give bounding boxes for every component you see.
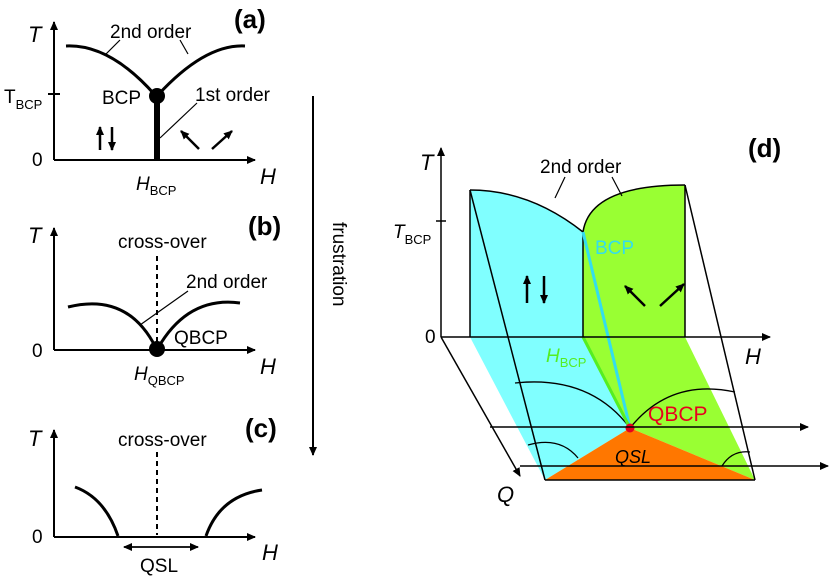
panel-d-hbcp-line [581, 336, 632, 429]
panel-a-tbcp-label: TBCP [4, 87, 42, 112]
panel-d-qbcp-point [625, 423, 635, 433]
panel-d-zero: 0 [425, 327, 436, 348]
panel-d-second-order: 2nd order [540, 157, 622, 178]
panel-d-h-label: H [745, 344, 761, 369]
panel-d: (d) T H Q 0 TB [393, 133, 829, 507]
panel-b-hqbcp-label: HQBCP [134, 364, 185, 388]
panel-d-canted-arrow-right [659, 283, 685, 307]
panel-b: (b) T H 0 cross-over 2nd order QBCP HQBC… [28, 211, 281, 388]
panel-b-zero: 0 [32, 341, 43, 362]
panel-d-cyan-floor [470, 337, 630, 480]
panel-a: (a) T H 0 TBCP 2nd order BCP 1st order H… [4, 4, 276, 198]
panel-b-second-order-pointer [139, 290, 189, 326]
panel-a-zero: 0 [32, 150, 43, 171]
panel-a-left-boundary [65, 44, 157, 96]
panel-c-left-boundary [74, 485, 120, 537]
panel-d-green-back [583, 185, 685, 337]
panel-d-qsl-region [545, 428, 755, 480]
panel-a-bcp-label: BCP [102, 88, 141, 109]
panel-a-second-order: 2nd order [110, 22, 192, 43]
panel-b-qbcp-label: QBCP [174, 328, 228, 349]
panel-a-first-order-label: 1st order [195, 85, 271, 106]
panel-d-qbcp-label: QBCP [648, 403, 708, 426]
panel-d-q-label: Q [497, 482, 514, 507]
panel-c-crossover-label: cross-over [118, 430, 207, 451]
panel-b-h-label: H [260, 354, 276, 379]
panel-b-qbcp-point [149, 341, 165, 357]
panel-b-label: (b) [248, 211, 281, 241]
panel-a-second-order-pointer-left [104, 39, 121, 56]
panel-a-hbcp-label: HBCP [136, 174, 176, 198]
panel-a-second-order-pointer-right [179, 39, 189, 55]
panel-b-t-label: T [28, 223, 43, 248]
panel-c-zero: 0 [32, 527, 43, 548]
panel-d-tbcp-label: TBCP [393, 222, 431, 247]
panel-d-t-label: T [420, 150, 435, 175]
panel-a-h-label: H [260, 164, 276, 189]
panel-d-second-order-pointer-right [611, 176, 623, 197]
panel-c: (c) T H 0 cross-over QSL [28, 413, 278, 577]
panel-b-right-boundary [156, 300, 241, 349]
panel-b-left-boundary [67, 302, 158, 349]
panel-d-label: (d) [748, 133, 781, 163]
panel-d-cyan-back [470, 190, 583, 337]
panel-d-canted-arrow-left [624, 285, 646, 307]
panel-d-right-edge [684, 184, 756, 481]
panel-c-t-label: T [28, 426, 43, 451]
panel-a-canted-arrow-right [211, 130, 233, 150]
frustration-arrow: frustration [309, 96, 349, 456]
panel-b-crossover-label: cross-over [118, 232, 207, 253]
panel-c-label: (c) [245, 413, 277, 443]
panel-d-floor-curve-front-right [721, 451, 751, 467]
panel-c-qsl-label: QSL [140, 556, 178, 577]
panel-d-right-boundary [582, 184, 686, 233]
panel-a-t-label: T [28, 22, 43, 47]
panel-d-floor-curve-right [629, 388, 736, 429]
panel-a-canted-arrow-left [180, 130, 200, 150]
frustration-label: frustration [328, 222, 349, 306]
panel-d-green-floor [583, 337, 755, 480]
panel-d-qsl-label: QSL [615, 447, 651, 467]
panel-c-right-boundary [204, 488, 263, 537]
panel-d-q-axis [440, 336, 521, 477]
panel-a-label: (a) [234, 4, 266, 34]
panel-a-right-boundary [156, 44, 246, 97]
panel-d-floor-curve-front-left [527, 441, 579, 459]
panel-a-first-order-pointer [159, 102, 198, 139]
panel-a-bcp-point [149, 88, 165, 104]
panel-d-left-boundary [469, 189, 584, 233]
panel-d-left-edge [469, 189, 546, 481]
panel-d-hbcp-label: HBCP [546, 346, 586, 370]
panel-d-floor-curve-left [514, 381, 631, 429]
panel-b-second-order: 2nd order [186, 272, 268, 293]
panel-d-bcp-line [581, 231, 632, 429]
panel-d-bcp-label: BCP [595, 238, 634, 259]
panel-d-second-order-pointer-left [554, 176, 566, 199]
panel-c-h-label: H [262, 540, 278, 565]
